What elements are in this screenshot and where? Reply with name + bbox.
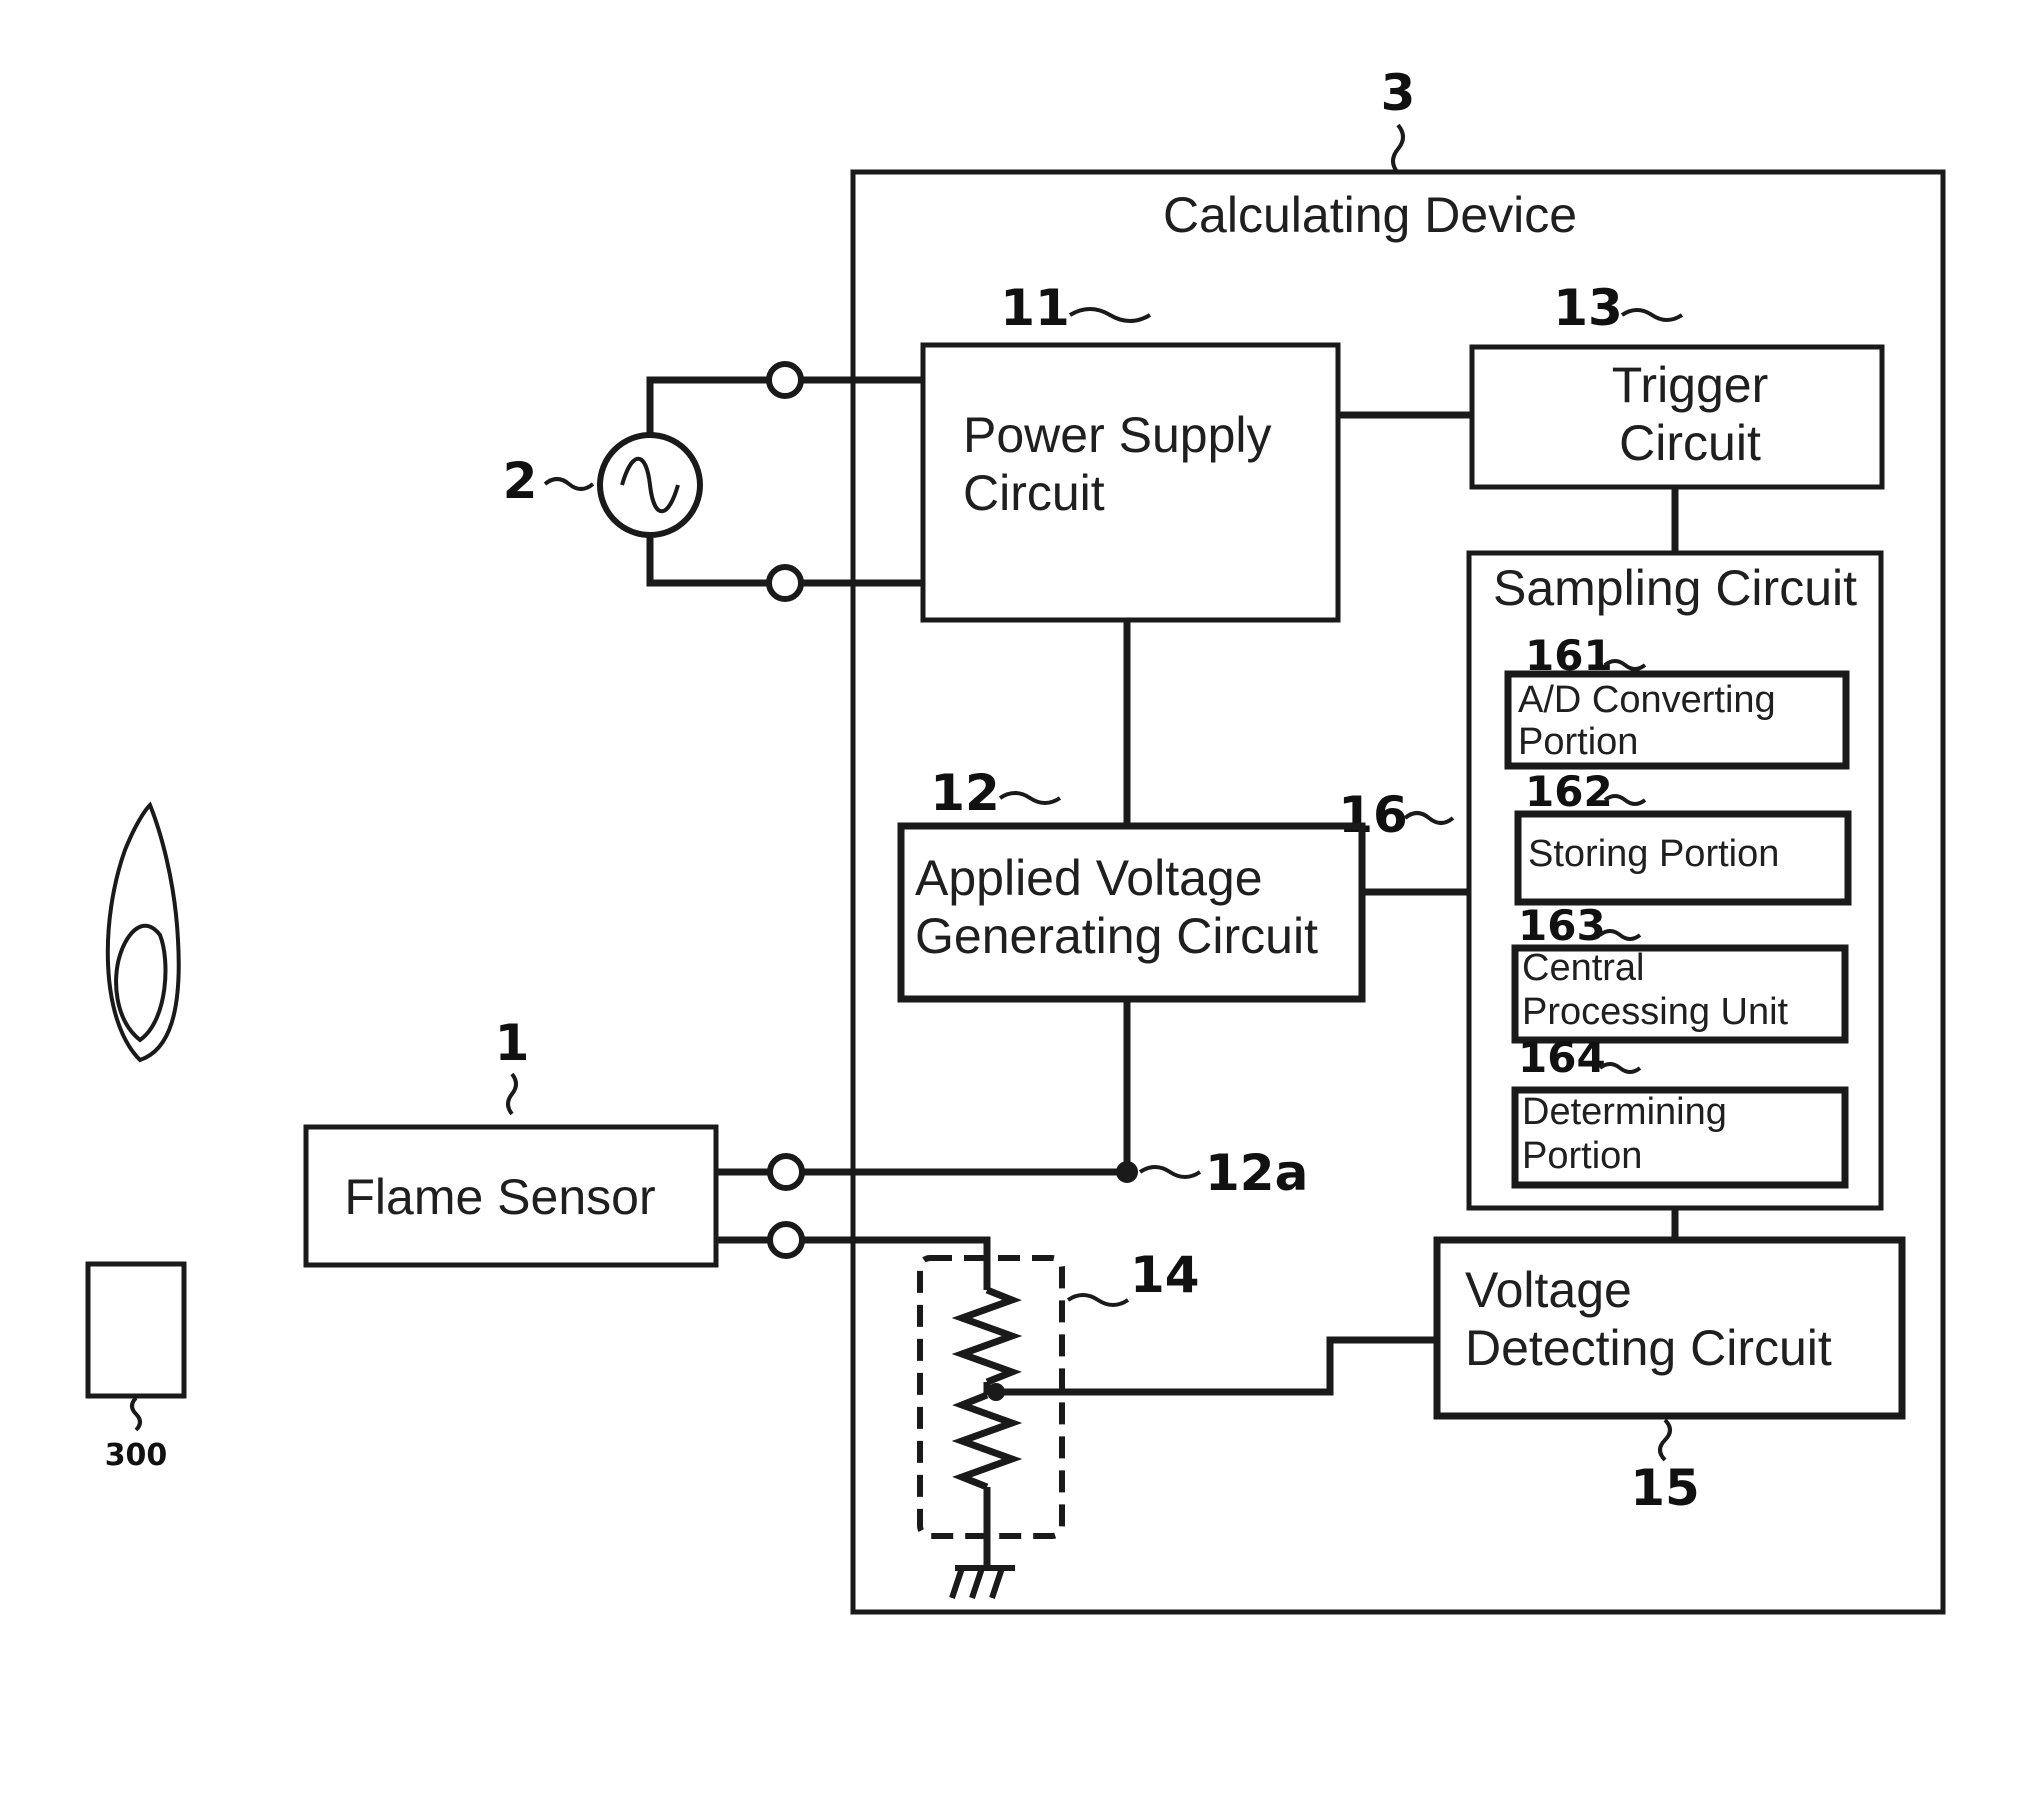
device-ref-leader <box>1393 125 1403 173</box>
ground-icon <box>952 1568 1015 1598</box>
storing-ref: 162 <box>1525 767 1613 816</box>
voltage-divider: 14 <box>920 1246 1200 1598</box>
wire-terminal-to-divider <box>802 1240 987 1290</box>
power-supply-label: Power SupplyCircuit <box>963 407 1272 521</box>
applied-voltage-ref: 12 <box>930 764 1000 822</box>
power-supply-ref: 11 <box>1000 279 1070 337</box>
flame-sensor-label: Flame Sensor <box>344 1169 655 1225</box>
trigger-ref-leader <box>1622 310 1682 320</box>
trigger-circuit: 13 TriggerCircuit <box>1472 279 1882 487</box>
power-supply-line-1: Power Supply <box>963 407 1272 463</box>
power-supply-ref-leader <box>1070 309 1150 321</box>
flame-inner <box>116 926 165 1040</box>
determining-line-2: Portion <box>1522 1135 1642 1177</box>
determining-ref: 164 <box>1518 1033 1606 1082</box>
voltage-detecting-line-2: Detecting Circuit <box>1465 1320 1832 1376</box>
cpu-ref-leader <box>1600 931 1640 939</box>
device-title: Calculating Device <box>1163 187 1577 243</box>
sampling-ref: 16 <box>1338 786 1408 844</box>
ac-source-ref: 2 <box>503 452 538 510</box>
sampling-circuit: Sampling Circuit 16 161 A/D ConvertingPo… <box>1338 553 1881 1208</box>
voltage-detecting-label: VoltageDetecting Circuit <box>1465 1262 1832 1376</box>
ad-line-1: A/D Converting <box>1518 679 1776 721</box>
power-supply-line-2: Circuit <box>963 465 1105 521</box>
divider-ref-leader <box>1068 1295 1128 1305</box>
voltage-detecting-line-1: Voltage <box>1465 1262 1632 1318</box>
applied-voltage-line-2: Generating Circuit <box>915 908 1318 964</box>
ac-source: 2 <box>503 380 785 583</box>
ac-wire-bottom <box>650 535 785 583</box>
resistor-lower <box>962 1395 1012 1487</box>
ad-label: A/D ConvertingPortion <box>1518 679 1776 763</box>
burner-body <box>88 1264 184 1396</box>
power-supply-circuit: 11 Power SupplyCircuit <box>923 279 1338 620</box>
cpu-line-2: Processing Unit <box>1522 991 1789 1033</box>
trigger-label: TriggerCircuit <box>1612 357 1769 471</box>
flame-sensor-ref: 1 <box>495 1014 530 1072</box>
applied-voltage-label: Applied VoltageGenerating Circuit <box>915 850 1318 964</box>
divider-ref: 14 <box>1130 1246 1200 1304</box>
burner-ref-leader <box>132 1398 140 1430</box>
device-ref: 3 <box>1381 64 1416 122</box>
terminal-ac-bottom <box>769 567 801 599</box>
trigger-line-1: Trigger <box>1612 357 1769 413</box>
ad-line-2: Portion <box>1518 721 1638 763</box>
applied-voltage-circuit: 12 Applied VoltageGenerating Circuit <box>901 764 1362 999</box>
resistor-upper <box>962 1290 1012 1382</box>
flame-sensor: 1 Flame Sensor <box>306 1014 716 1265</box>
flame-outer <box>108 805 179 1060</box>
voltage-detecting-circuit: VoltageDetecting Circuit 15 <box>1437 1240 1902 1517</box>
sine-wave-icon <box>622 459 678 512</box>
sampling-label: Sampling Circuit <box>1493 560 1857 616</box>
storing-label: Storing Portion <box>1528 833 1779 875</box>
determining-ref-leader <box>1600 1064 1640 1072</box>
terminal-sensor-bottom <box>770 1224 802 1256</box>
applied-voltage-ref-leader <box>1000 793 1060 803</box>
voltage-detecting-ref-leader <box>1660 1420 1670 1460</box>
burner-300: 300 <box>88 805 184 1473</box>
cpu-line-1: Central <box>1522 947 1645 989</box>
flame-sensor-ref-leader <box>508 1074 516 1114</box>
terminal-sensor-top <box>770 1156 802 1188</box>
node-12a-ref: 12a <box>1205 1144 1308 1202</box>
applied-voltage-line-1: Applied Voltage <box>915 850 1263 906</box>
determining-line-1: Determining <box>1522 1091 1727 1133</box>
determining-label: DeterminingPortion <box>1522 1091 1727 1177</box>
cpu-label: CentralProcessing Unit <box>1522 947 1789 1033</box>
cpu-ref: 163 <box>1518 901 1606 950</box>
ac-source-ref-leader <box>545 479 593 489</box>
trigger-line-2: Circuit <box>1619 415 1761 471</box>
node-12a-leader <box>1140 1167 1200 1177</box>
sampling-ref-leader <box>1405 813 1453 823</box>
voltage-detecting-ref: 15 <box>1630 1459 1700 1517</box>
trigger-ref: 13 <box>1553 279 1623 337</box>
ac-wire-top <box>650 380 785 435</box>
burner-ref: 300 <box>105 1438 168 1473</box>
terminal-ac-top <box>769 364 801 396</box>
